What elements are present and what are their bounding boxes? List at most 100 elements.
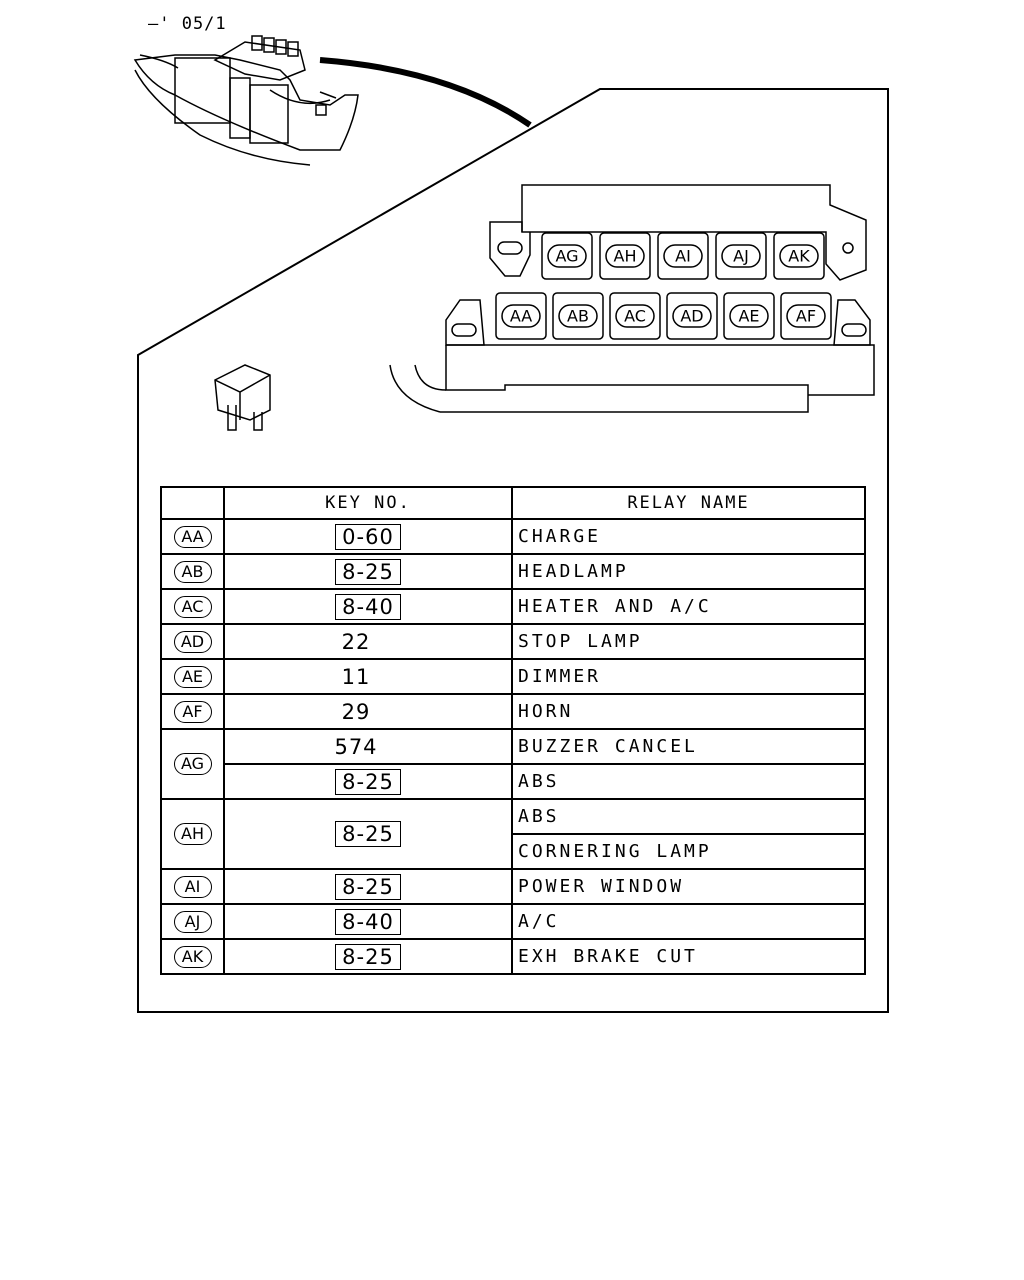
key-no-value: 8-25 [335,768,401,795]
relay-code-cell: AC [160,588,225,625]
key-no-cell: 8-25 [223,938,513,975]
table-header-row: KEY NO. RELAY NAME [160,486,866,520]
relay-name-cell: A/C [511,903,866,940]
relay-name-cell: CORNERING LAMP [511,833,866,870]
relay-code-cell: AK [160,938,225,975]
table-row: 8-25 ABS [161,763,866,800]
header-key-no: KEY NO. [223,486,513,520]
relay-name-cell: STOP LAMP [511,623,866,660]
key-no-cell: 8-25 [223,798,513,870]
relay-code-badge: AG [173,753,212,775]
relay-slot-ah: AH [599,232,651,280]
table-row: AF 29 HORN [160,693,866,730]
relay-slot-label: AA [510,307,532,326]
key-no-cell: 0-60 [223,518,513,555]
table-row: AH 8-25 ABS [160,798,866,870]
relay-name-cell: EXH BRAKE CUT [511,938,866,975]
relay-code-cell: AI [160,868,225,905]
relay-slot-label: AK [788,247,810,266]
table-row: AJ 8-40 A/C [160,903,866,940]
dashboard-location-sketch [133,35,359,166]
relay-slot-label: AG [555,247,578,266]
relay-name-cell: HEATER AND A/C [511,588,866,625]
relay-slot-ac: AC [609,292,661,340]
relay-slot-ae: AE [723,292,775,340]
relay-code-cell: AG [160,728,225,800]
relay-name-cell: DIMMER [511,658,866,695]
table-row: AC 8-40 HEATER AND A/C [160,588,866,625]
key-no-value: 8-25 [335,821,401,847]
key-no-cell: 8-40 [223,903,513,940]
relay-code-badge: AD [173,630,212,653]
relay-cube-sketch [214,364,271,431]
key-no-cell: 22 [223,623,513,660]
relay-slot-label: AD [680,307,703,326]
header-relay-name: RELAY NAME [511,486,866,520]
relay-code-cell: AE [160,658,225,695]
relay-name-cell: BUZZER CANCEL [511,728,866,765]
key-no-cell: 8-25 [223,868,513,905]
header-code-cell [160,486,225,520]
relay-code-cell: AA [160,518,225,555]
relay-slot-ai: AI [657,232,709,280]
key-no-value: 8-40 [335,593,401,620]
relay-block-housing [389,184,875,413]
key-no-value: 8-25 [335,943,401,970]
table-row: AE 11 DIMMER [160,658,866,695]
table-row: CORNERING LAMP [161,833,866,870]
relay-name-cell: CHARGE [511,518,866,555]
relay-slot-label: AC [624,307,646,326]
relay-slot-ab: AB [552,292,604,340]
key-no-value: 0-60 [335,523,401,550]
relay-slot-ad: AD [666,292,718,340]
key-no-cell: 574 [223,728,513,765]
table-row: AK 8-25 EXH BRAKE CUT [160,938,866,975]
relay-code-badge: AK [173,945,212,968]
relay-slot-af: AF [780,292,832,340]
relay-slot-label: AE [738,307,759,326]
key-no-cell: 8-25 [223,763,513,800]
relay-code-badge: AA [173,525,212,548]
relay-slot-label: AF [796,307,816,326]
key-no-value: 22 [341,629,371,654]
relay-slot-ag: AG [541,232,593,280]
relay-code-badge: AH [173,823,212,845]
relay-code-badge: AJ [173,910,212,933]
key-no-value: 11 [341,664,371,689]
key-no-cell: 8-40 [223,588,513,625]
key-no-value: 8-40 [335,908,401,935]
relay-code-badge: AC [173,595,212,618]
relay-slot-label: AJ [733,247,749,266]
table-row: AI 8-25 POWER WINDOW [160,868,866,905]
key-no-value: 574 [334,734,378,759]
relay-code-badge: AE [173,665,212,688]
relay-code-cell: AD [160,623,225,660]
key-no-cell: 11 [223,658,513,695]
table-row: AG 574 BUZZER CANCEL [160,728,866,800]
key-no-value: 8-25 [335,873,401,900]
relay-slot-ak: AK [773,232,825,280]
key-no-value: 29 [341,699,371,724]
key-no-value: 8-25 [335,558,401,585]
relay-slot-label: AI [675,247,691,266]
table-row: AB 8-25 HEADLAMP [160,553,866,590]
relay-name-cell: POWER WINDOW [511,868,866,905]
relay-name-cell: ABS [511,763,866,800]
relay-code-badge: AF [173,700,212,723]
relay-code-cell: AJ [160,903,225,940]
relay-code-cell: AF [160,693,225,730]
relay-name-cell: HORN [511,693,866,730]
relay-code-badge: AB [173,560,212,583]
relay-slot-aj: AJ [715,232,767,280]
relay-code-cell: AB [160,553,225,590]
relay-slot-label: AB [567,307,589,326]
key-no-cell: 8-25 [223,553,513,590]
relay-name-cell: ABS [511,798,866,835]
relay-name-cell: HEADLAMP [511,553,866,590]
relay-slot-label: AH [614,247,637,266]
table-row: AD 22 STOP LAMP [160,623,866,660]
relay-code-cell: AH [160,798,225,870]
relay-slot-aa: AA [495,292,547,340]
